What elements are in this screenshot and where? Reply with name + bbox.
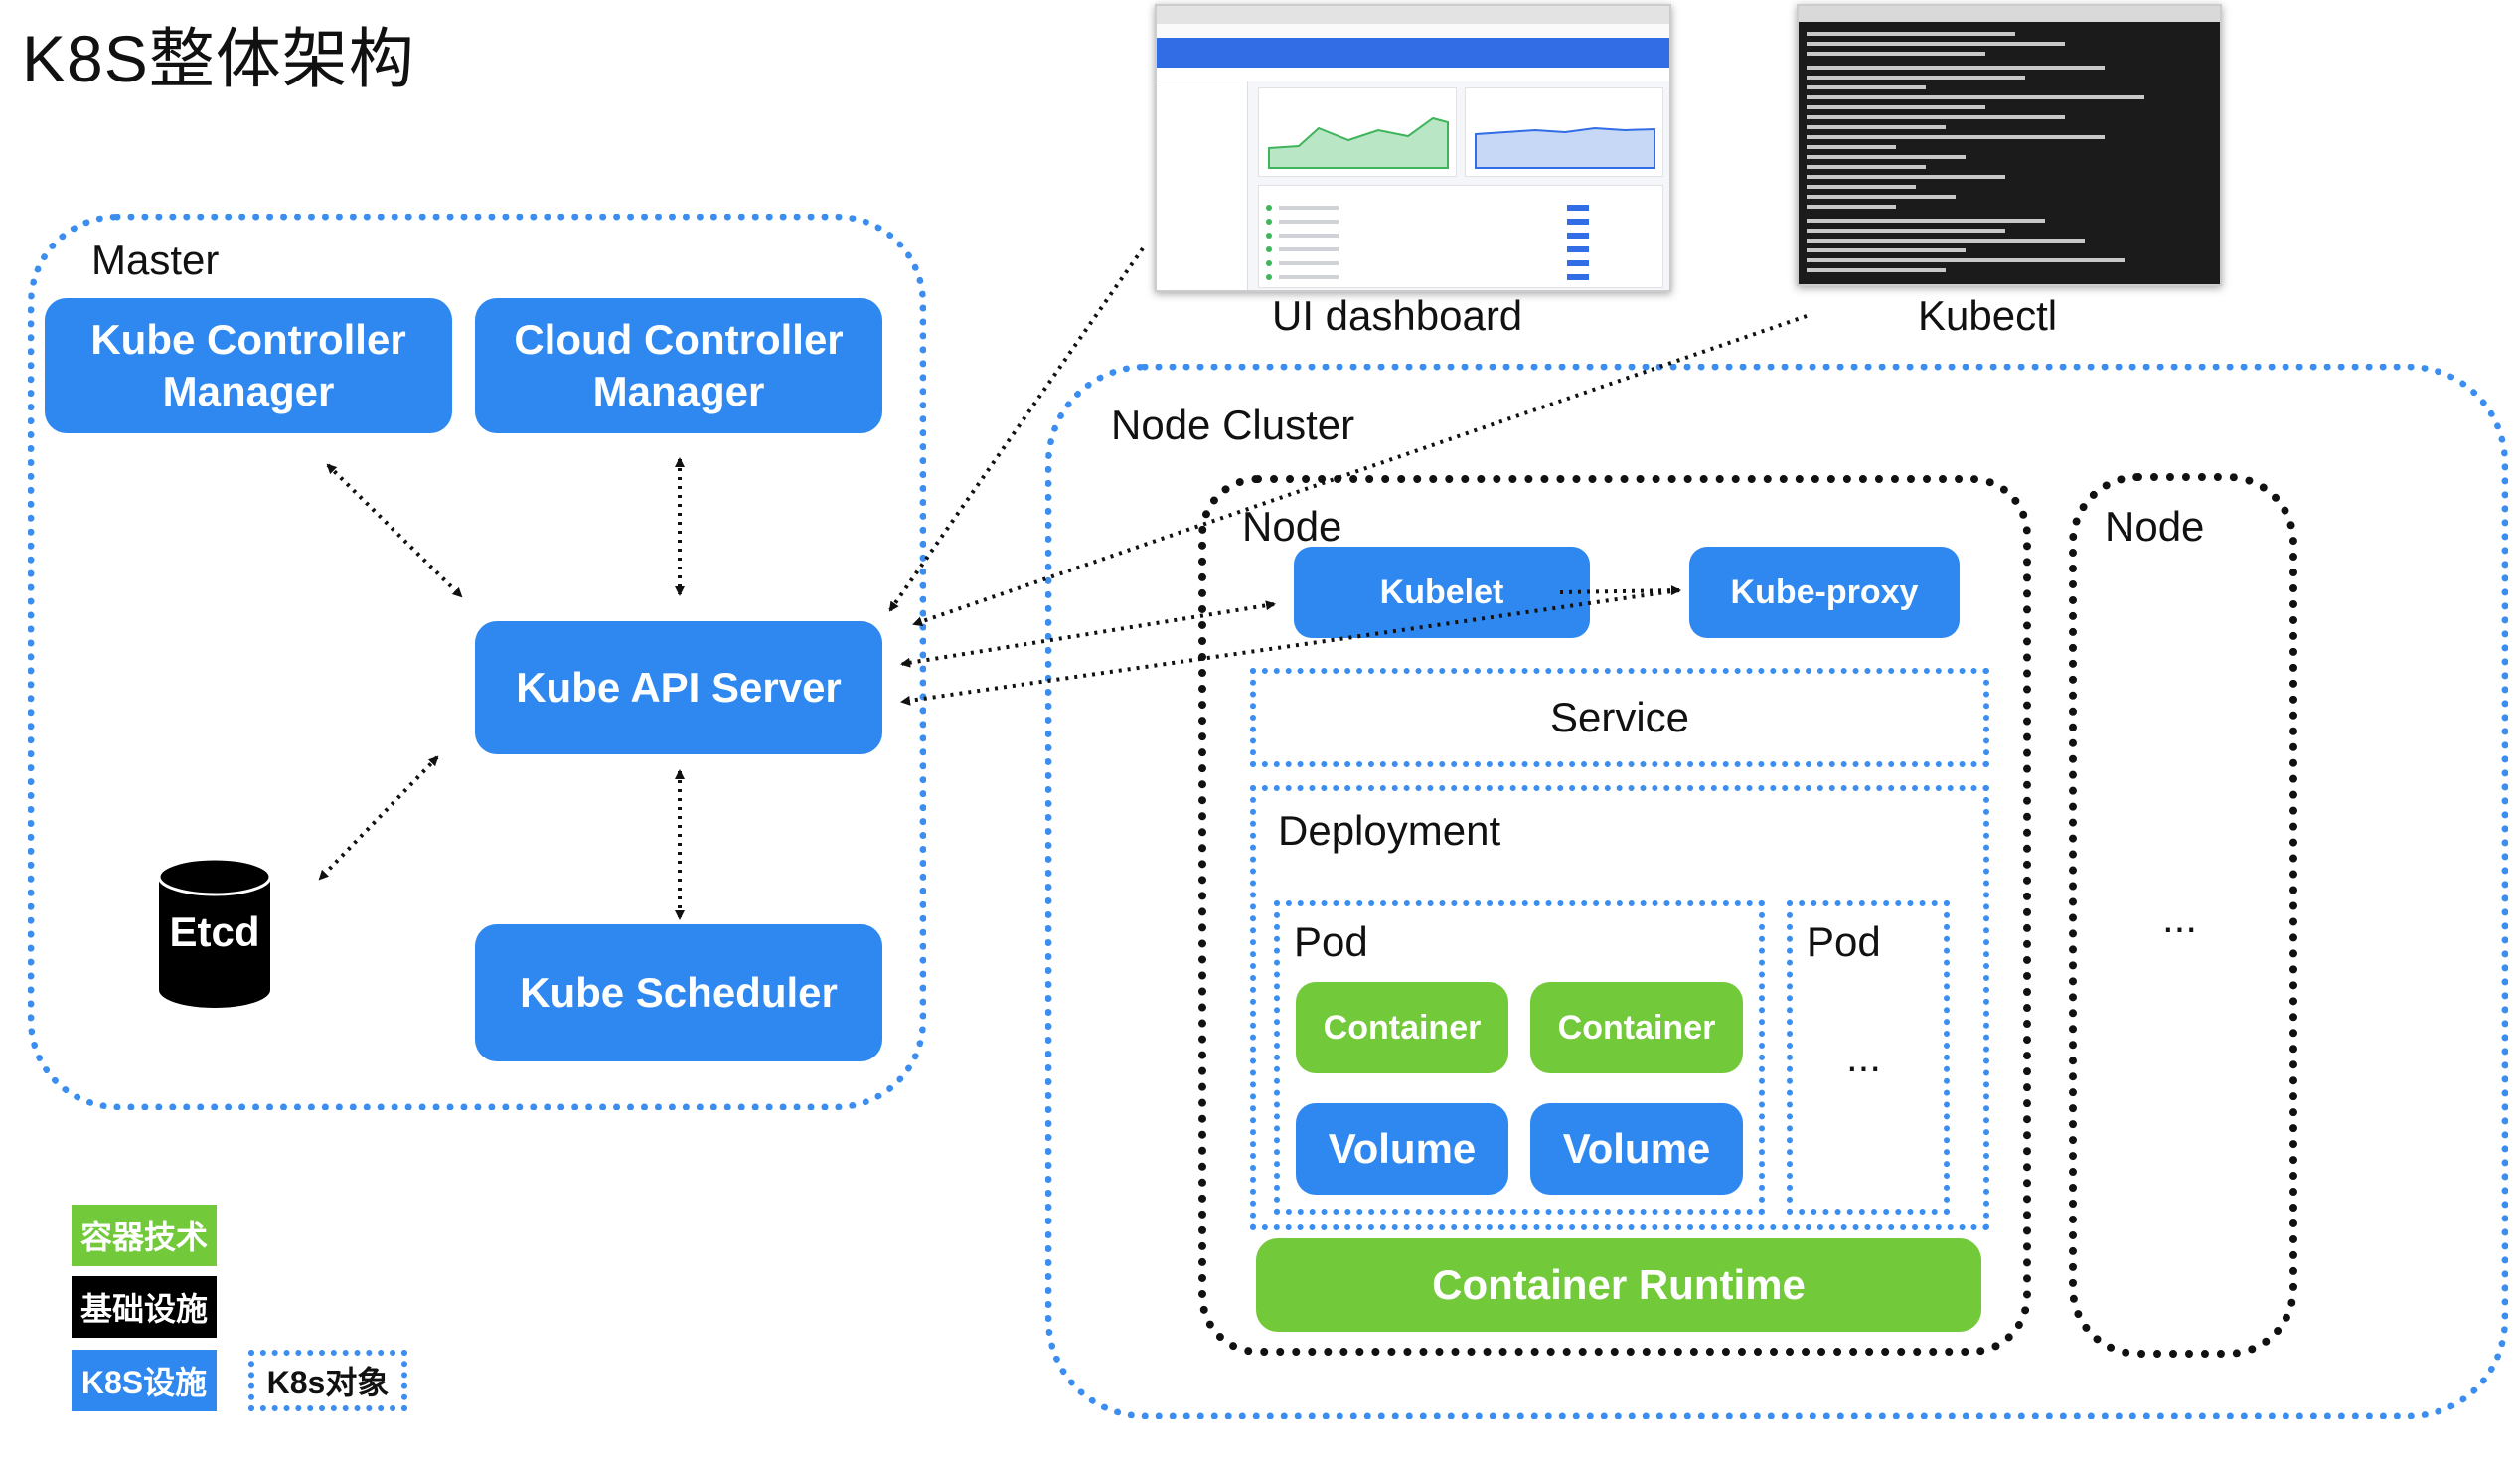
volume-box-1: Volume [1296, 1103, 1508, 1195]
kube-proxy-text: Kube-proxy [1730, 572, 1919, 611]
container-box-2: Container [1530, 982, 1743, 1073]
page-title: K8S整体架构 [22, 22, 415, 95]
cloud-controller-manager-text: Cloud Controller Manager [514, 315, 844, 415]
node-cluster-label: Node Cluster [1111, 402, 1355, 448]
node-region [1198, 475, 2031, 1356]
container-runtime-text: Container Runtime [1432, 1261, 1806, 1308]
arrow-controller-api [326, 463, 463, 598]
kubelet-text: Kubelet [1379, 572, 1504, 611]
ui-dashboard-screenshot [1155, 4, 1671, 292]
second-node-ellipsis: ... [2162, 894, 2198, 941]
second-node-region [2069, 473, 2297, 1358]
container-box-2-text: Container [1557, 1008, 1716, 1047]
arrow-dashboard-api [888, 246, 1145, 612]
kube-controller-manager-text: Kube Controller Manager [90, 315, 406, 415]
legend-container-tech: 容器技术 [72, 1205, 217, 1266]
deployment-object [1250, 785, 1989, 1230]
service-label: Service [1549, 694, 1690, 740]
etcd-label: Etcd [169, 908, 260, 955]
second-pod-ellipsis: ... [1846, 1034, 1882, 1080]
arrow-kubeproxy-api [900, 588, 1680, 706]
legend-infrastructure-text: 基础设施 [79, 1291, 208, 1327]
second-pod-label: Pod [1807, 918, 1881, 965]
kube-api-server: Kube API Server [475, 621, 882, 754]
container-box-1: Container [1296, 982, 1508, 1073]
legend-k8s-object-text: K8s对象 [266, 1365, 390, 1400]
ui-dashboard-label: UI dashboard [1272, 292, 1523, 339]
container-runtime: Container Runtime [1256, 1238, 1981, 1332]
legend-k8s-object: K8s对象 [248, 1350, 407, 1411]
container-box-1-text: Container [1323, 1008, 1482, 1047]
kube-scheduler: Kube Scheduler [475, 924, 882, 1061]
pod-object [1274, 900, 1765, 1215]
deployment-label: Deployment [1278, 807, 1501, 854]
etcd-database-icon: Etcd [155, 857, 274, 1010]
kube-api-server-text: Kube API Server [516, 663, 842, 711]
kubectl-terminal-screenshot [1797, 4, 2222, 286]
kube-controller-manager: Kube Controller Manager [45, 298, 452, 433]
arrow-kubelet-api [900, 600, 1276, 668]
legend-container-tech-text: 容器技术 [79, 1219, 208, 1255]
kubelet: Kubelet [1294, 547, 1590, 638]
node-cluster-region [1045, 364, 2508, 1419]
master-label: Master [91, 237, 220, 283]
node-label: Node [1242, 503, 1342, 550]
second-pod-object [1787, 900, 1950, 1215]
legend-infrastructure: 基础设施 [72, 1276, 217, 1338]
pod-label: Pod [1294, 918, 1368, 965]
arrow-kubelet-kubeproxy [1559, 585, 1681, 596]
second-node-label: Node [2105, 503, 2205, 550]
service-object: Service [1250, 668, 1989, 767]
cloud-controller-manager: Cloud Controller Manager [475, 298, 882, 433]
kubectl-label: Kubectl [1918, 292, 2058, 339]
kube-proxy: Kube-proxy [1689, 547, 1960, 638]
kube-scheduler-text: Kube Scheduler [520, 968, 838, 1016]
volume-box-2-text: Volume [1562, 1124, 1711, 1172]
volume-box-1-text: Volume [1328, 1124, 1477, 1172]
volume-box-2: Volume [1530, 1103, 1743, 1195]
arrow-kubectl-api [912, 314, 1808, 627]
legend-k8s-infra: K8S设施 [72, 1350, 217, 1411]
legend-k8s-infra-text: K8S设施 [80, 1365, 208, 1400]
arrow-api-etcd [318, 755, 439, 881]
